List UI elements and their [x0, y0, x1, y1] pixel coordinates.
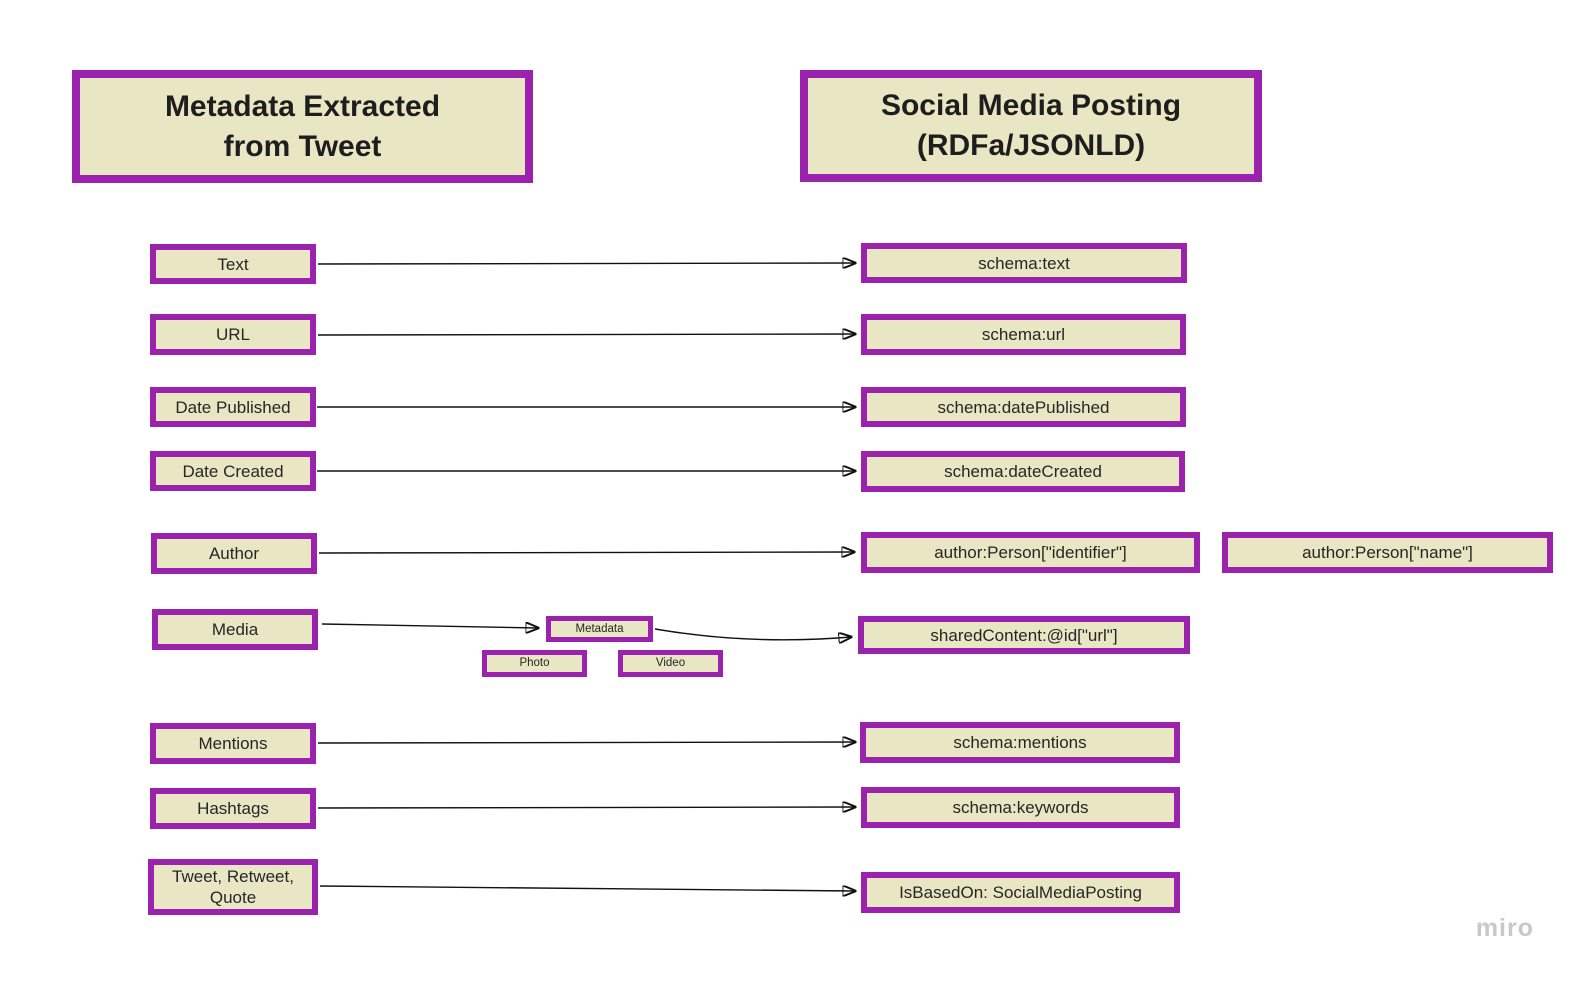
connector-metadata-to-sharedcontent	[654, 628, 851, 640]
node-metadata[interactable]: Metadata	[546, 616, 653, 642]
title-right-line1: Social Media Posting	[880, 89, 1182, 122]
node-hashtags-label: Hashtags	[197, 799, 269, 818]
node-schema-mentions[interactable]: schema:mentions	[860, 722, 1180, 763]
node-schema-date-created[interactable]: schema:dateCreated	[861, 451, 1185, 492]
node-schema-date-published[interactable]: schema:datePublished	[861, 387, 1186, 427]
title-right-line2: (RDFa/JSONLD)	[916, 129, 1146, 162]
node-schema-keywords-label: schema:keywords	[952, 798, 1089, 817]
connector-mentions-to-schema-mentions	[317, 742, 855, 743]
node-is-based-on-label: IsBasedOn: SocialMediaPosting	[899, 883, 1142, 902]
node-date-created-label: Date Created	[182, 461, 284, 481]
connector-hashtags-to-schema-keywords	[317, 807, 855, 808]
node-date-created[interactable]: Date Created	[150, 451, 316, 491]
node-author-person-identifier-label: author:Person["identifier"]	[934, 543, 1127, 562]
connector-text-to-schema-text	[317, 263, 855, 264]
title-social-media-posting[interactable]: Social Media Posting (RDFa/JSONLD)	[800, 70, 1262, 182]
node-author-person-name[interactable]: author:Person["name"]	[1222, 532, 1553, 573]
node-metadata-label: Metadata	[575, 622, 624, 635]
node-author[interactable]: Author	[151, 533, 317, 574]
node-date-published-label: Date Published	[175, 397, 291, 417]
node-tweet-retweet-quote-label: Tweet, Retweet, Quote	[172, 867, 294, 907]
title-metadata-extracted-from-tweet[interactable]: Metadata Extracted from Tweet	[72, 70, 533, 183]
node-author-person-identifier[interactable]: author:Person["identifier"]	[861, 532, 1200, 573]
node-date-published[interactable]: Date Published	[150, 387, 316, 427]
connector-url-to-schema-url	[317, 334, 855, 335]
node-url[interactable]: URL	[150, 314, 316, 355]
connector-tweet-to-isbasedon	[319, 886, 855, 891]
node-hashtags[interactable]: Hashtags	[150, 788, 316, 829]
node-text[interactable]: Text	[150, 244, 316, 284]
node-tweet-retweet-quote[interactable]: Tweet, Retweet, Quote	[148, 859, 318, 915]
node-schema-text[interactable]: schema:text	[861, 243, 1187, 283]
node-photo-label: Photo	[519, 657, 550, 669]
node-photo[interactable]: Photo	[482, 650, 587, 677]
node-schema-text-label: schema:text	[978, 253, 1070, 273]
node-media[interactable]: Media	[152, 609, 318, 650]
title-left-line2: from Tweet	[223, 129, 382, 163]
node-shared-content-id-url[interactable]: sharedContent:@id["url"]	[858, 616, 1190, 654]
node-schema-url-label: schema:url	[981, 325, 1066, 344]
node-mentions[interactable]: Mentions	[150, 723, 316, 764]
connector-media-to-metadata	[321, 624, 538, 628]
node-author-person-name-label: author:Person["name"]	[1302, 543, 1473, 562]
node-text-label: Text	[217, 254, 249, 274]
node-schema-keywords[interactable]: schema:keywords	[861, 787, 1180, 828]
node-author-label: Author	[208, 544, 260, 563]
node-shared-content-id-url-label: sharedContent:@id["url"]	[930, 625, 1118, 645]
node-video-label: Video	[655, 657, 686, 669]
node-schema-mentions-label: schema:mentions	[953, 733, 1087, 752]
connector-author-to-author-person-identifier	[318, 552, 854, 553]
node-url-label: URL	[215, 325, 250, 344]
title-left-line1: Metadata Extracted	[164, 89, 441, 123]
node-schema-url[interactable]: schema:url	[861, 314, 1186, 355]
node-is-based-on[interactable]: IsBasedOn: SocialMediaPosting	[861, 872, 1180, 913]
node-mentions-label: Mentions	[198, 734, 268, 753]
miro-watermark[interactable]: miro	[1475, 914, 1534, 942]
node-schema-date-created-label: schema:dateCreated	[944, 462, 1102, 481]
node-video[interactable]: Video	[618, 650, 723, 677]
node-schema-date-published-label: schema:datePublished	[937, 397, 1110, 417]
node-media-label: Media	[211, 620, 259, 639]
